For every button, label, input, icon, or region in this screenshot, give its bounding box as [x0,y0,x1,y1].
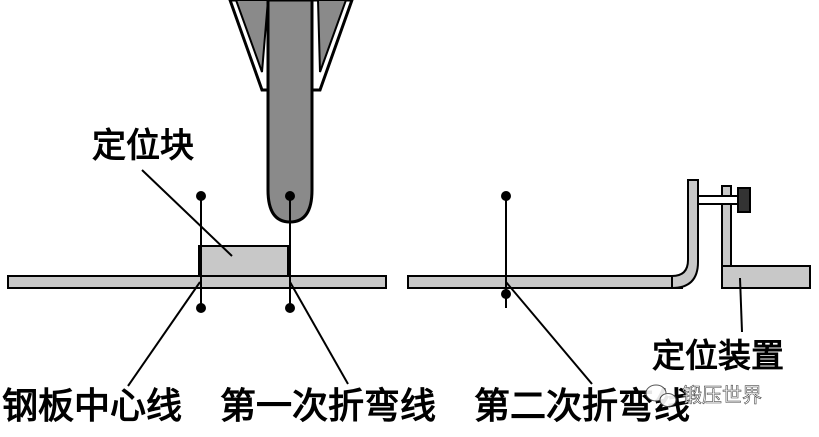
leader-lines [127,169,743,387]
leader-positioning-block [141,169,233,257]
punch-blade [266,0,314,224]
positioning-block [198,245,289,277]
steel-plate-bent-flange [671,179,699,290]
leader-plate-center-line [127,281,201,387]
label-positioning-device: 定位装置 [652,336,784,375]
dot [285,191,295,201]
device-base [721,265,811,289]
punch-holder-shade-left [234,0,270,73]
leader-second-bend-line [505,281,593,385]
leader-positioning-device [739,277,743,333]
label-first-bend-line: 第一次折弯线 [220,385,436,427]
leader-first-bend-line [289,281,349,385]
dot [196,191,206,201]
device-screw-shaft [697,195,739,205]
wechat-bubble-icon [645,384,677,407]
punch-holder-shade-right [316,0,348,73]
dot [501,191,511,201]
dot [285,303,295,313]
positioning-device [697,185,811,289]
steel-plate-middle [407,275,683,289]
dot [196,303,206,313]
label-positioning-block: 定位块 [92,126,194,166]
watermark: 锻压世界 [645,383,762,407]
dot [501,289,511,299]
watermark-text: 锻压世界 [682,383,762,407]
label-plate-center-line: 钢板中心线 [2,385,182,427]
reference-dots [196,191,511,313]
punch [228,0,354,224]
device-screw-knob [737,187,751,213]
